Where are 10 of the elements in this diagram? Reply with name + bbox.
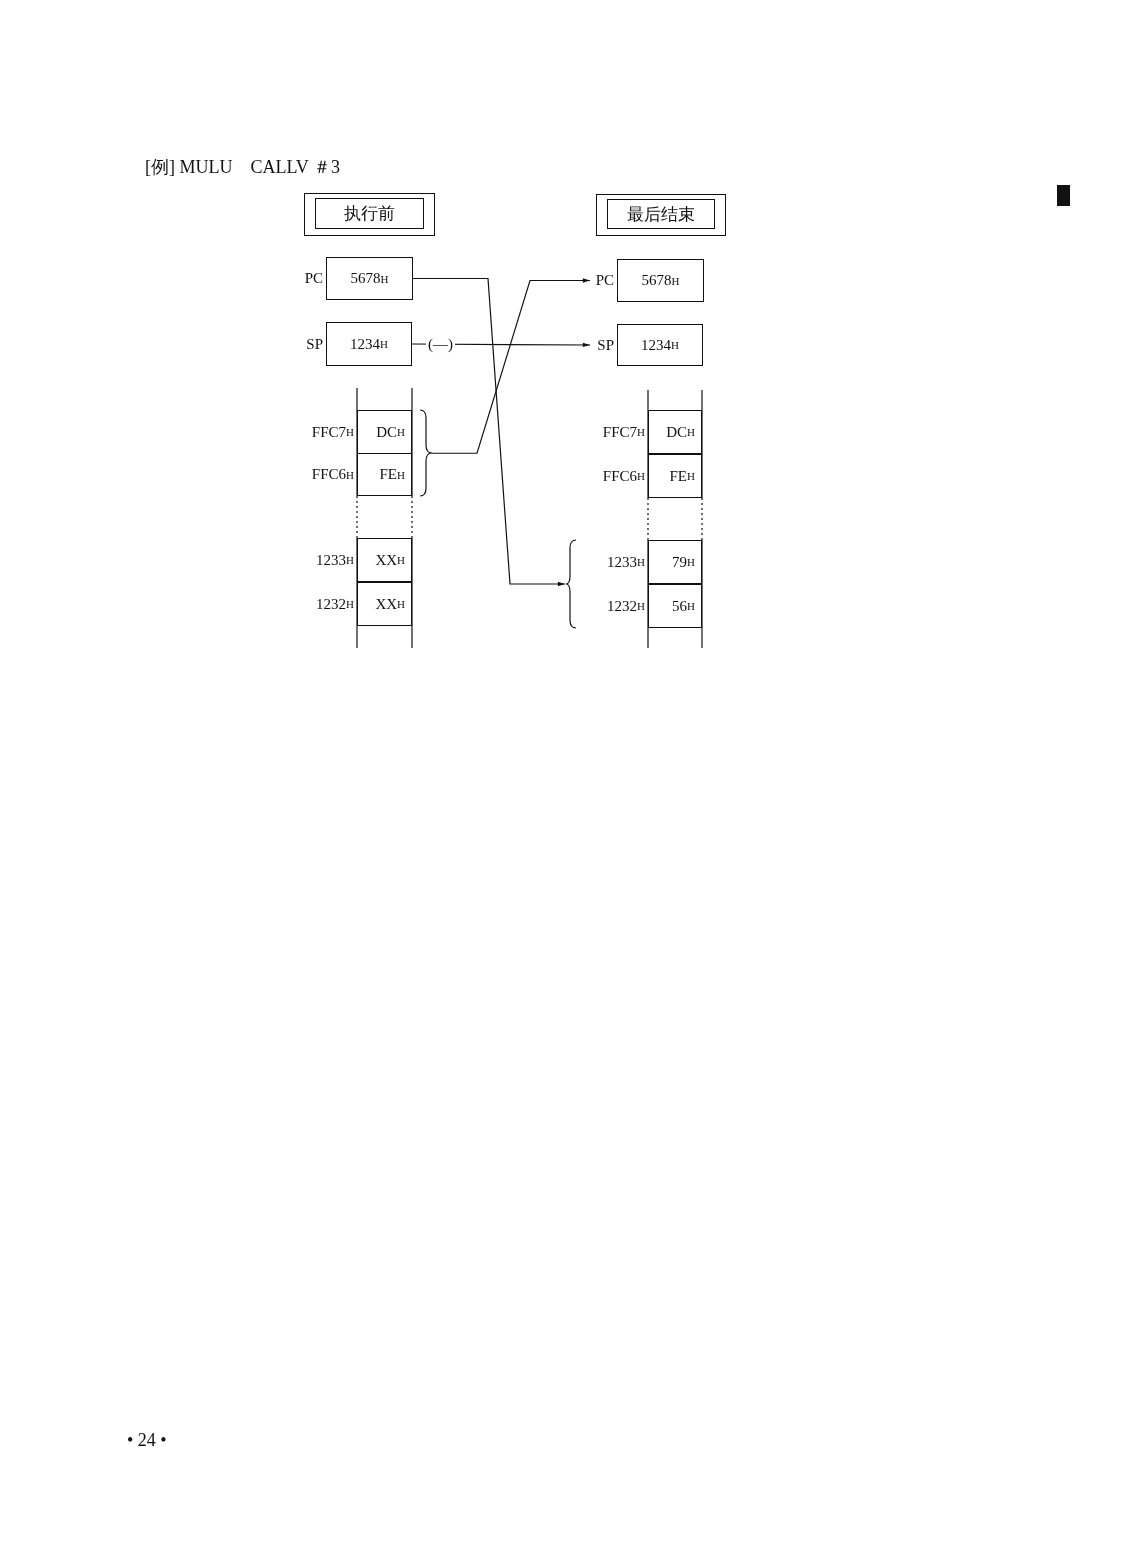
heading: [例] MULU CALLV ＃3 [145, 156, 340, 179]
register-label: SP [305, 334, 323, 354]
register-label: PC [303, 269, 323, 288]
register-label: SP [596, 335, 614, 355]
heading-box: 执行前 [304, 193, 435, 236]
heading-box: 最后结束 [596, 194, 726, 236]
page-number: • 24 • [127, 1430, 167, 1451]
register-label: PC [594, 271, 614, 290]
arrow [431, 278, 591, 454]
arrow [412, 277, 566, 587]
